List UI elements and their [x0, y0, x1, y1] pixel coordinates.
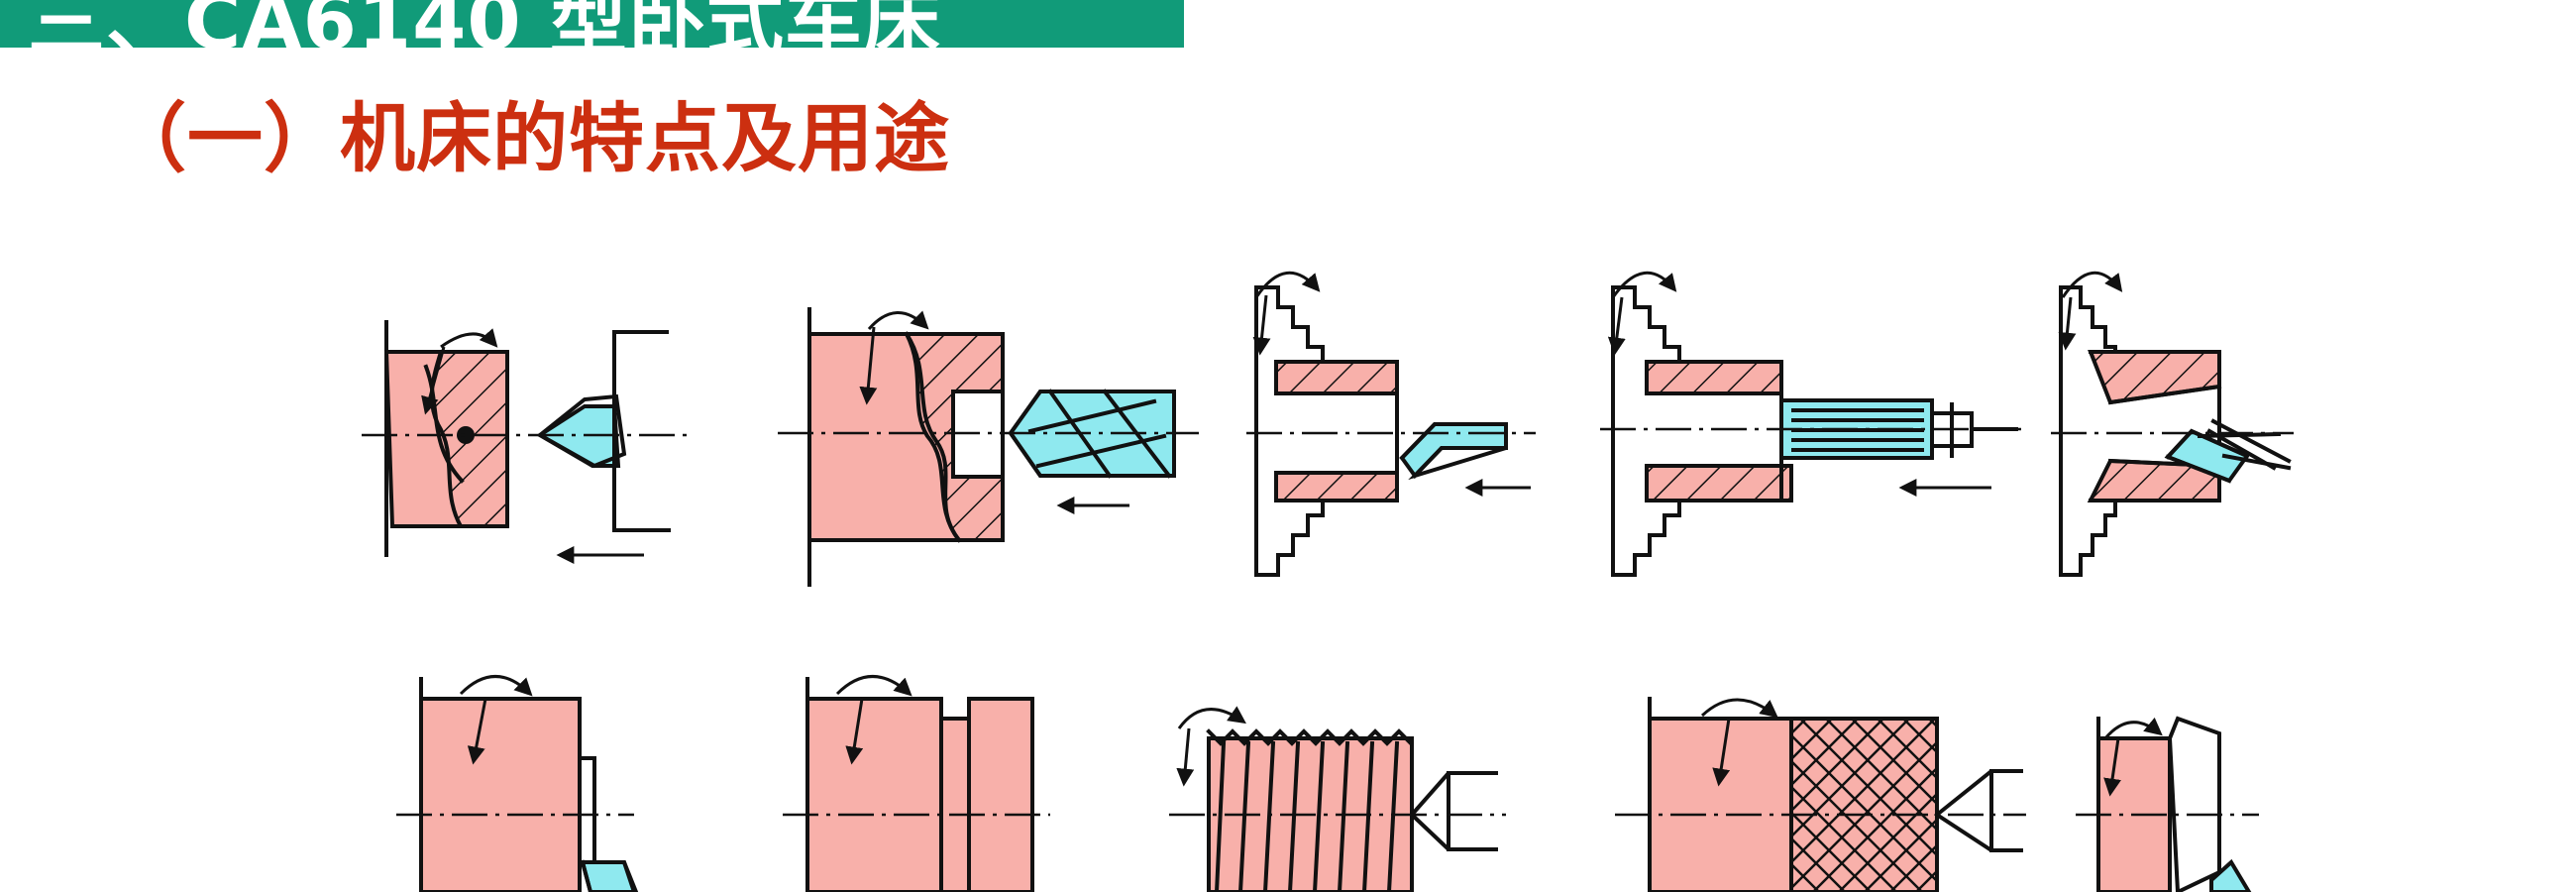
figure-chamfering: [2076, 716, 2259, 892]
section-banner: 三、CA6140 型卧式车床: [0, 0, 1184, 48]
figure-face-turning: [396, 675, 639, 892]
figure-taper-turning: [2051, 272, 2294, 577]
figure-drilling: [778, 307, 1199, 587]
figure-boring: [1246, 272, 1536, 577]
figure-knurling: [1615, 697, 2026, 892]
figure-reaming: [1600, 272, 2021, 577]
section-title: 三、CA6140 型卧式车床: [28, 0, 941, 48]
figure-thread-cutting: [1169, 706, 1506, 892]
figure-center-drill: [362, 320, 694, 564]
figure-shoulder-turning: [783, 675, 1050, 892]
subheading: （一）机床的特点及用途: [111, 94, 950, 182]
